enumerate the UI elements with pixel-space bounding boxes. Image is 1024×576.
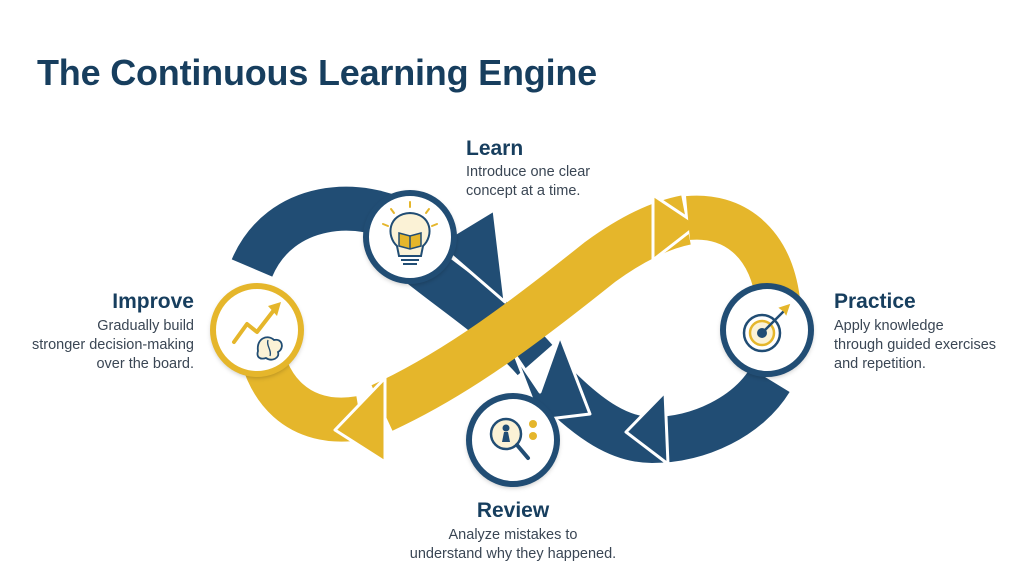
improve-title: Improve [112,290,194,313]
improve-description-line: stronger decision-making [32,337,194,353]
practice-node [720,283,814,377]
learn-title: Learn [466,137,524,160]
improve-description-line: Gradually build [97,318,194,334]
improve-description: Gradually build stronger decision-making… [32,317,194,374]
review-description: Analyze mistakes to understand why they … [363,526,663,564]
practice-title: Practice [834,290,916,313]
learn-description: Introduce one clear concept at a time. [466,163,590,201]
improve-description-line: over the board. [96,356,194,372]
review-description-line: Analyze mistakes to [448,527,578,543]
practice-description-line: through guided exercises [834,337,997,353]
review-description-line: understand why they happened. [409,546,617,562]
review-node [466,393,560,487]
page-title: The Continuous Learning Engine [37,52,597,93]
magnifier-chess-icon [489,417,537,460]
learn-node [363,190,457,284]
improve-node [210,283,304,377]
practice-description-line: Apply knowledge [834,318,944,334]
practice-description-line: and repetition. [834,356,926,372]
target-arrow-icon [742,303,791,353]
brain-trend-icon [232,302,283,361]
review-title: Review [476,499,550,522]
practice-description: Apply knowledge through guided exercises… [834,317,996,374]
lightbulb-book-icon [382,201,438,265]
learn-description-line: concept at a time. [466,183,581,199]
learn-description-line: Introduce one clear [466,164,591,180]
